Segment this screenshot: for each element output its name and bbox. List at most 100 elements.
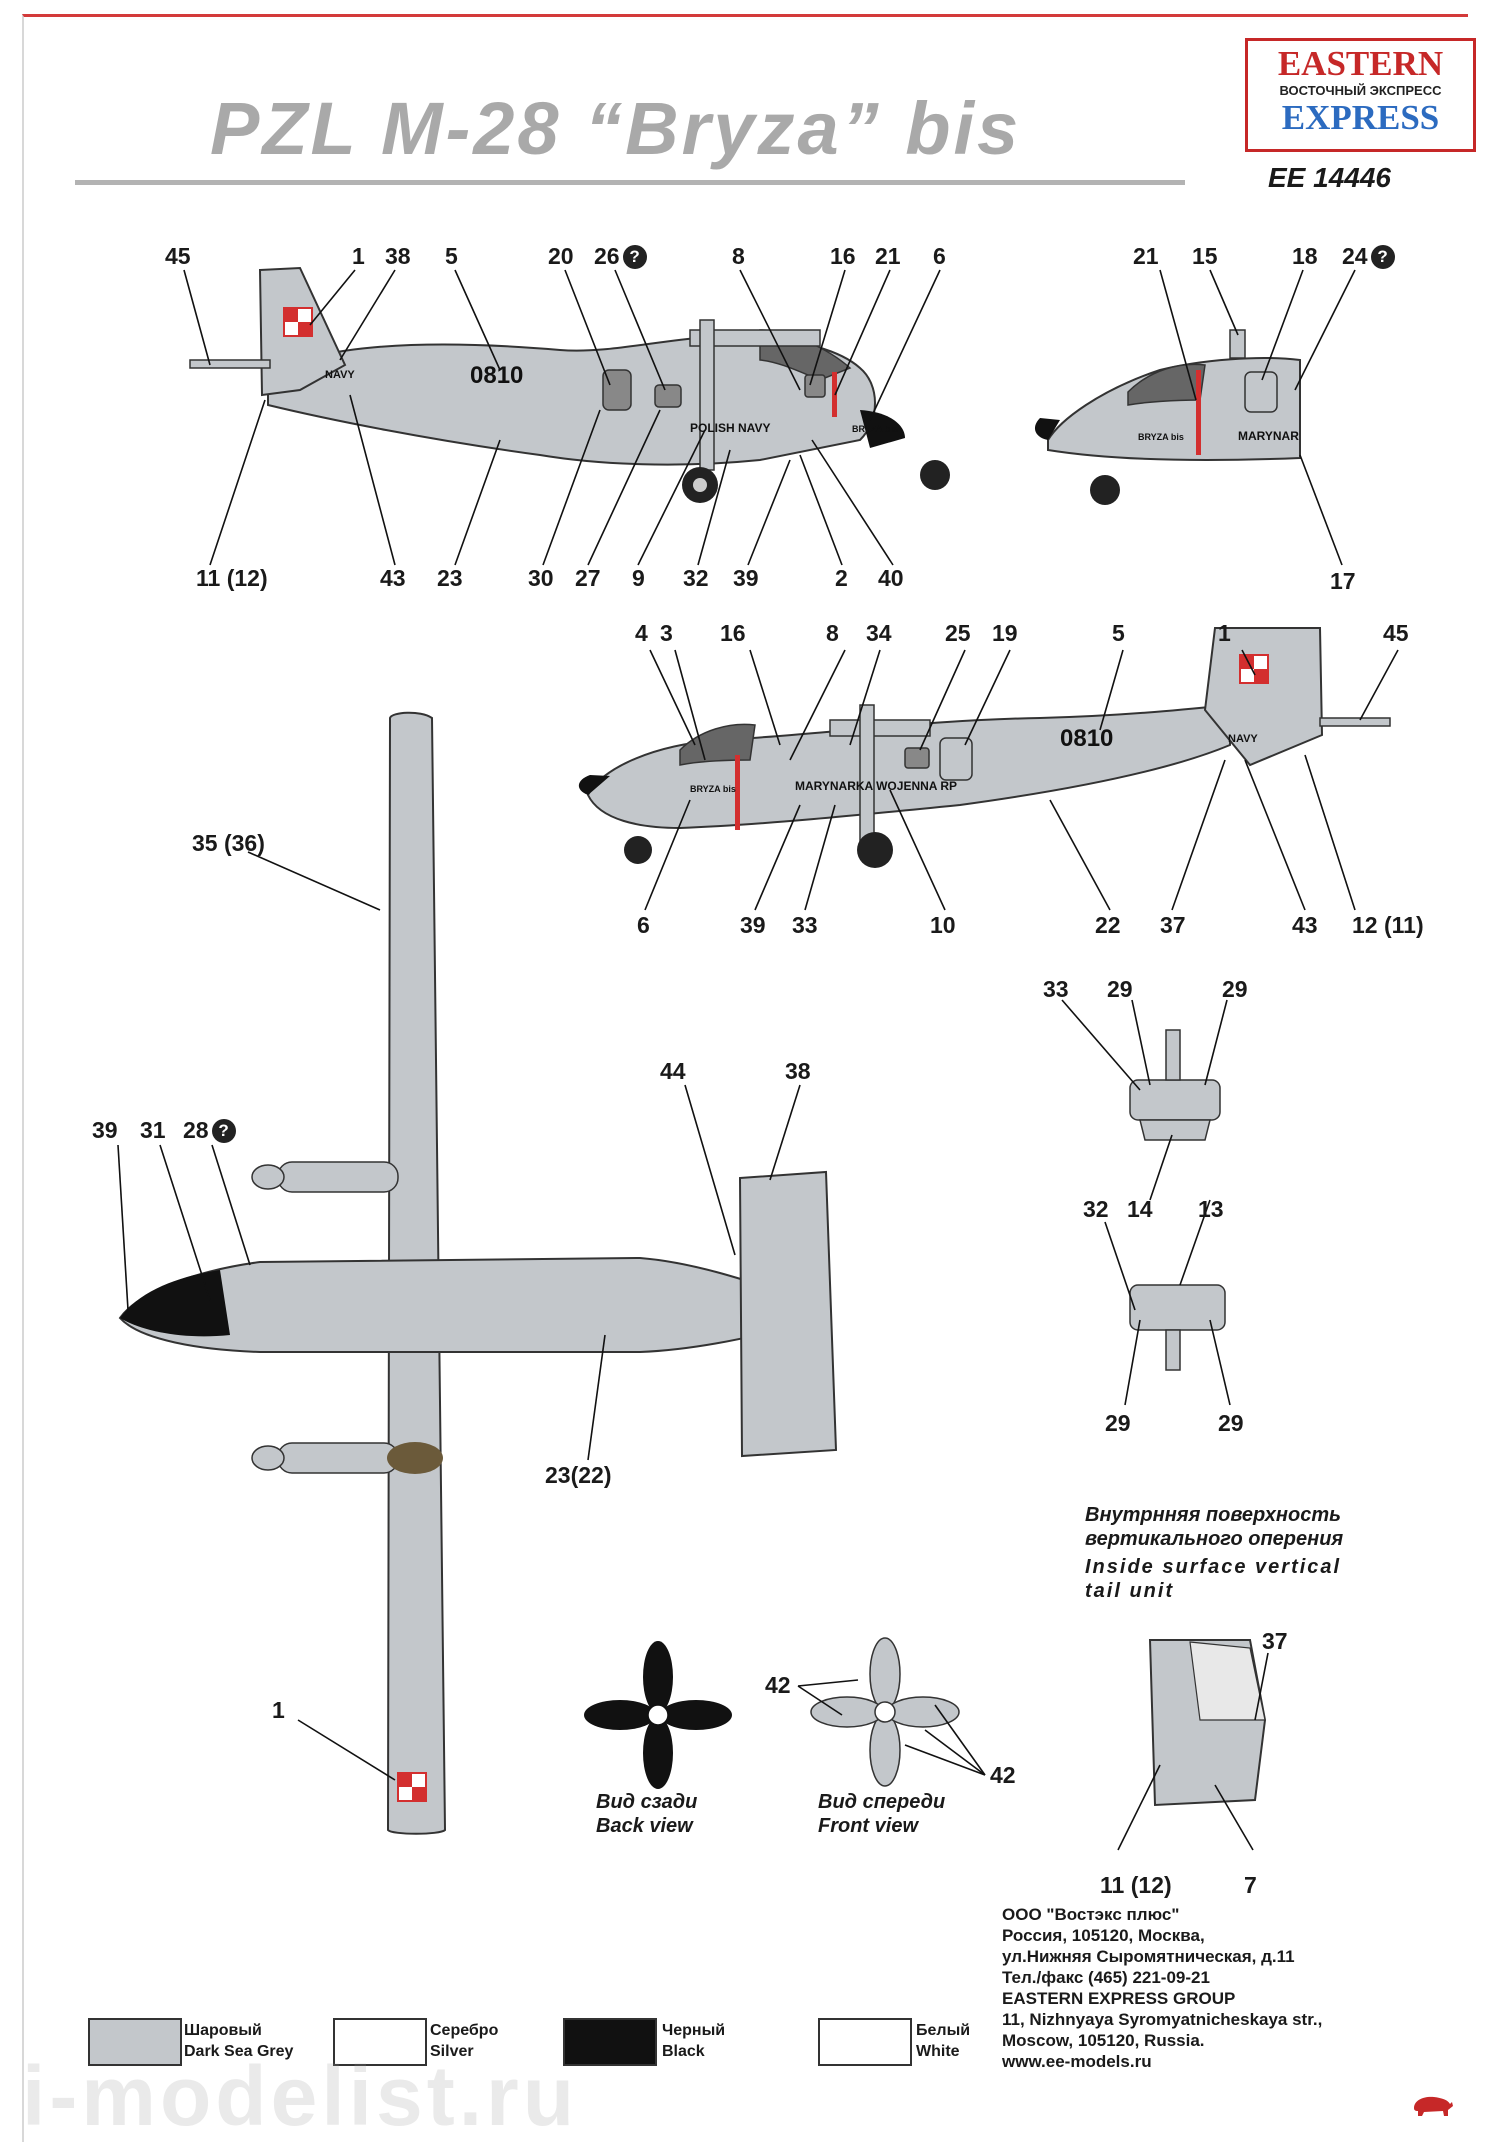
left-profile-aircraft [189, 266, 950, 503]
plan-view-aircraft [118, 711, 838, 1835]
legend-en: Dark Sea Grey [184, 2043, 294, 2060]
back-view-caption: Вид сзади Back view [596, 1790, 697, 1838]
callout-nose-17: 17 [1330, 568, 1356, 594]
legend-en: White [916, 2043, 960, 2060]
callout-p-1: 1 [272, 1697, 285, 1723]
front-view-ru: Вид спереди [818, 1791, 946, 1813]
callout-6: 6 [933, 243, 946, 269]
callout-20: 20 [548, 243, 574, 269]
callout-p-28: 28? [183, 1117, 236, 1144]
callout-r-34: 34 [866, 620, 892, 646]
callout-27: 27 [575, 565, 601, 591]
address-line: Moscow, 105120, Russia. [1002, 2031, 1205, 2050]
legend-en: Black [662, 2043, 705, 2060]
callout-21: 21 [875, 243, 901, 269]
callout-b1-14: 14 [1127, 1196, 1153, 1222]
callout-2: 2 [835, 565, 848, 591]
callout-30: 30 [528, 565, 554, 591]
callout-5: 5 [445, 243, 458, 269]
front-view-caption: Вид спереди Front view [818, 1790, 945, 1838]
callout-r-16: 16 [720, 620, 746, 646]
callout-9: 9 [632, 565, 645, 591]
callout-nose-24-label: 24 [1342, 243, 1368, 269]
tail-caption-en-2: tail unit [1085, 1580, 1175, 1602]
front-view-en: Front view [818, 1815, 919, 1837]
right-marynarka: MARYNARKA WOJENNA RP [795, 779, 957, 793]
logo-eastern: EASTERN [1277, 44, 1444, 83]
right-profile-aircraft [578, 627, 1391, 868]
callout-nose-18: 18 [1292, 243, 1318, 269]
callout-38: 38 [385, 243, 411, 269]
question-icon: ? [622, 245, 647, 269]
address-line: 11, Nizhnyaya Syromyatnicheskaya str., [1002, 2010, 1323, 2029]
page-title: PZL M-28 “Bryza” bis [210, 87, 1022, 170]
callout-r-22: 22 [1095, 912, 1121, 938]
legend-en: Silver [430, 2043, 474, 2060]
callout-32: 32 [683, 565, 709, 591]
question-icon: ? [211, 1119, 236, 1143]
callout-prop-42a: 42 [765, 1672, 791, 1698]
callout-t-7: 7 [1244, 1872, 1257, 1898]
logo-russian: ВОСТОЧНЫЙ ЭКСПРЕСС [1279, 83, 1442, 98]
tail-inner-detail [1148, 1639, 1267, 1807]
callout-b2-32: 32 [1083, 1196, 1109, 1222]
callout-t-11-12: 11 (12) [1100, 1872, 1172, 1898]
address-line: www.ee-models.ru [1002, 2052, 1152, 2071]
callout-b1-29a: 29 [1107, 976, 1133, 1002]
callout-b2-29a: 29 [1105, 1410, 1131, 1436]
legend-ru: Шаровый [184, 2022, 262, 2039]
swatch-dark-sea-grey [88, 2018, 182, 2066]
nose-bryza: BRYZA bis [1138, 432, 1184, 442]
question-icon: ? [1370, 245, 1395, 269]
callout-nose-15: 15 [1192, 243, 1218, 269]
instruction-sheet [22, 14, 1468, 2142]
callout-b1-33: 33 [1043, 976, 1069, 1002]
nose-marynarka: MARYNAR [1238, 429, 1299, 443]
callout-b1-29b: 29 [1222, 976, 1248, 1002]
callout-39: 39 [733, 565, 759, 591]
callout-r-33: 33 [792, 912, 818, 938]
callout-r-12-11: 12 (11) [1352, 912, 1424, 938]
callout-nose-21: 21 [1133, 243, 1159, 269]
right-serial: 0810 [1060, 725, 1113, 752]
callout-b2-29b: 29 [1218, 1410, 1244, 1436]
callout-r-8: 8 [826, 620, 839, 646]
title-underline [75, 180, 1185, 185]
callout-nose-24: 24? [1342, 243, 1395, 270]
callout-45: 45 [165, 243, 191, 269]
callout-43: 43 [380, 565, 406, 591]
callout-r-6: 6 [637, 912, 650, 938]
nose-detail [1034, 329, 1301, 505]
callout-r-19: 19 [992, 620, 1018, 646]
brand-logo: EASTERN ВОСТОЧНЫЙ ЭКСПРЕСС EXPRESS [1245, 38, 1476, 152]
address-line: Тел./факс (465) 221-09-21 [1002, 1968, 1210, 1987]
address-line: ООО "Востэкс плюс" [1002, 1905, 1180, 1924]
tail-caption-ru-2: вертикального оперения [1085, 1528, 1344, 1550]
legend-ru: Черный [662, 2022, 726, 2039]
tail-caption-en-1: Inside surface vertical [1085, 1556, 1342, 1578]
callout-26: 26? [594, 243, 647, 270]
address-line: ул.Нижняя Сыромятническая, д.11 [1002, 1947, 1295, 1966]
left-navy-tail: NAVY [325, 369, 355, 381]
callout-1: 1 [352, 243, 365, 269]
swatch-silver [333, 2018, 427, 2066]
legend-ru: Серебро [430, 2022, 499, 2039]
left-polish-navy: POLISH NAVY [690, 421, 770, 435]
callout-r-25: 25 [945, 620, 971, 646]
left-bryza: BRYZA bis [852, 424, 898, 434]
callout-p-35-36: 35 (36) [192, 830, 265, 856]
legend-ru: Белый [916, 2022, 971, 2039]
callout-b1-13: 13 [1198, 1196, 1224, 1222]
bull-mascot-icon [1414, 2096, 1453, 2116]
callout-26-label: 26 [594, 243, 620, 269]
callout-t-37: 37 [1262, 1628, 1288, 1654]
callout-8: 8 [732, 243, 745, 269]
address-line: EASTERN EXPRESS GROUP [1002, 1989, 1236, 2008]
callout-p-44: 44 [660, 1058, 686, 1084]
callout-p-28-label: 28 [183, 1117, 209, 1143]
